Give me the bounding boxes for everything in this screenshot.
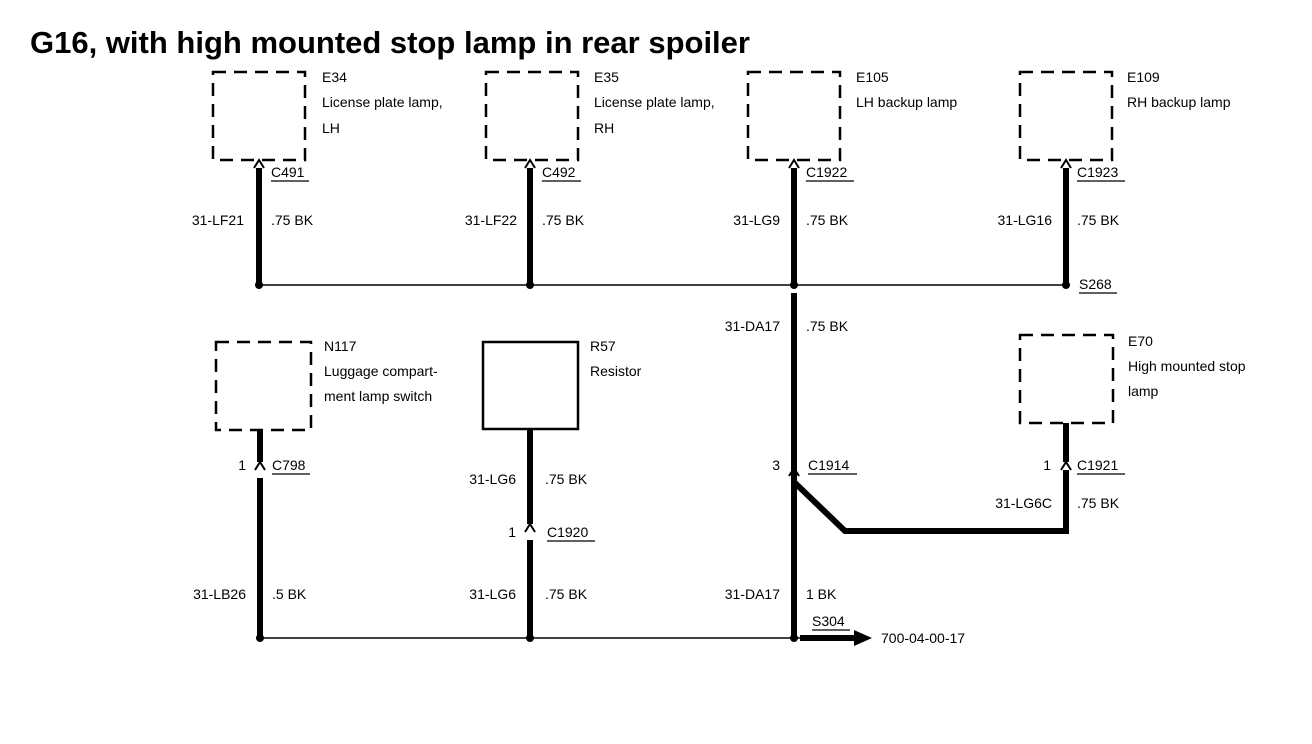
splice-dot xyxy=(526,634,534,642)
lg6-upper-circuit: 31-LG6 xyxy=(469,471,516,487)
e105-id: E105 xyxy=(856,69,889,85)
e70-id: E70 xyxy=(1128,333,1153,349)
c1923-label: C1923 xyxy=(1077,164,1118,180)
c1914-label: C1914 xyxy=(808,457,849,473)
lf21-spec: .75 BK xyxy=(271,212,314,228)
e105-desc-line1: LH backup lamp xyxy=(856,94,957,110)
da17-lower-spec: 1 BK xyxy=(806,586,837,602)
c1922-label: C1922 xyxy=(806,164,847,180)
diagram-title: G16, with high mounted stop lamp in rear… xyxy=(30,25,750,60)
c1914-pin-number: 3 xyxy=(772,457,780,473)
e35-component-box xyxy=(484,70,580,162)
e70-desc-line2: lamp xyxy=(1128,383,1159,399)
c492-pin-icon xyxy=(524,158,536,169)
e34-desc-line1: License plate lamp, xyxy=(322,94,443,110)
splice-dot xyxy=(526,281,534,289)
da17-upper-circuit: 31-DA17 xyxy=(725,318,780,334)
lb26-spec: .5 BK xyxy=(272,586,307,602)
lg9-spec: .75 BK xyxy=(806,212,849,228)
c491-label: C491 xyxy=(271,164,305,180)
lg16-circuit: 31-LG16 xyxy=(998,212,1053,228)
c491-pin-icon xyxy=(253,158,265,169)
c1921-label: C1921 xyxy=(1077,457,1118,473)
splice-dot xyxy=(255,281,263,289)
c1920-pin-number: 1 xyxy=(508,524,516,540)
lg6-lower-spec: .75 BK xyxy=(545,586,588,602)
splice-dot xyxy=(790,634,798,642)
e35-desc-line2: RH xyxy=(594,120,614,136)
c1921-pin-number: 1 xyxy=(1043,457,1051,473)
r57-resistor-box xyxy=(481,340,580,431)
lf22-spec: .75 BK xyxy=(542,212,585,228)
lg9-circuit: 31-LG9 xyxy=(733,212,780,228)
e34-desc-line2: LH xyxy=(322,120,340,136)
e109-component-box xyxy=(1018,70,1114,162)
n117-component-box xyxy=(214,340,313,432)
e109-desc-line1: RH backup lamp xyxy=(1127,94,1231,110)
e35-id: E35 xyxy=(594,69,619,85)
e70-desc-line1: High mounted stop xyxy=(1128,358,1246,374)
lg6c-spec: .75 BK xyxy=(1077,495,1120,511)
da17-upper-spec: .75 BK xyxy=(806,318,849,334)
wire-lg6c xyxy=(791,470,1069,534)
da17-lower-circuit: 31-DA17 xyxy=(725,586,780,602)
splice-dot xyxy=(1062,281,1070,289)
s268-label: S268 xyxy=(1079,276,1112,292)
c798-pin-number: 1 xyxy=(238,457,246,473)
ground-reference: 700-04-00-17 xyxy=(881,630,965,646)
lb26-circuit: 31-LB26 xyxy=(193,586,246,602)
arrow-right-icon xyxy=(854,630,872,646)
lg6c-circuit: 31-LG6C xyxy=(995,495,1052,511)
lf21-circuit: 31-LF21 xyxy=(192,212,244,228)
lg16-spec: .75 BK xyxy=(1077,212,1120,228)
e34-component-box xyxy=(211,70,307,162)
splice-dot xyxy=(256,634,264,642)
e35-desc-line1: License plate lamp, xyxy=(594,94,715,110)
s304-label: S304 xyxy=(812,613,845,629)
c798-label: C798 xyxy=(272,457,306,473)
lf22-circuit: 31-LF22 xyxy=(465,212,517,228)
lg6-upper-spec: .75 BK xyxy=(545,471,588,487)
c1920-pin-icon xyxy=(524,522,536,533)
n117-id: N117 xyxy=(324,338,357,354)
r57-id: R57 xyxy=(590,338,616,354)
e105-component-box xyxy=(746,70,842,162)
e34-id: E34 xyxy=(322,69,347,85)
c1914-pin-icon xyxy=(788,466,800,477)
c1920-label: C1920 xyxy=(547,524,588,540)
splice-dot xyxy=(790,281,798,289)
c798-pin-icon xyxy=(254,460,266,471)
e70-component-box xyxy=(1018,333,1115,425)
n117-desc-line2: ment lamp switch xyxy=(324,388,432,404)
c1921-pin-icon xyxy=(1060,460,1072,471)
c1922-pin-icon xyxy=(788,158,800,169)
lg6-lower-circuit: 31-LG6 xyxy=(469,586,516,602)
c1923-pin-icon xyxy=(1060,158,1072,169)
c492-label: C492 xyxy=(542,164,576,180)
r57-desc-line1: Resistor xyxy=(590,363,642,379)
n117-desc-line1: Luggage compart- xyxy=(324,363,438,379)
e109-id: E109 xyxy=(1127,69,1160,85)
